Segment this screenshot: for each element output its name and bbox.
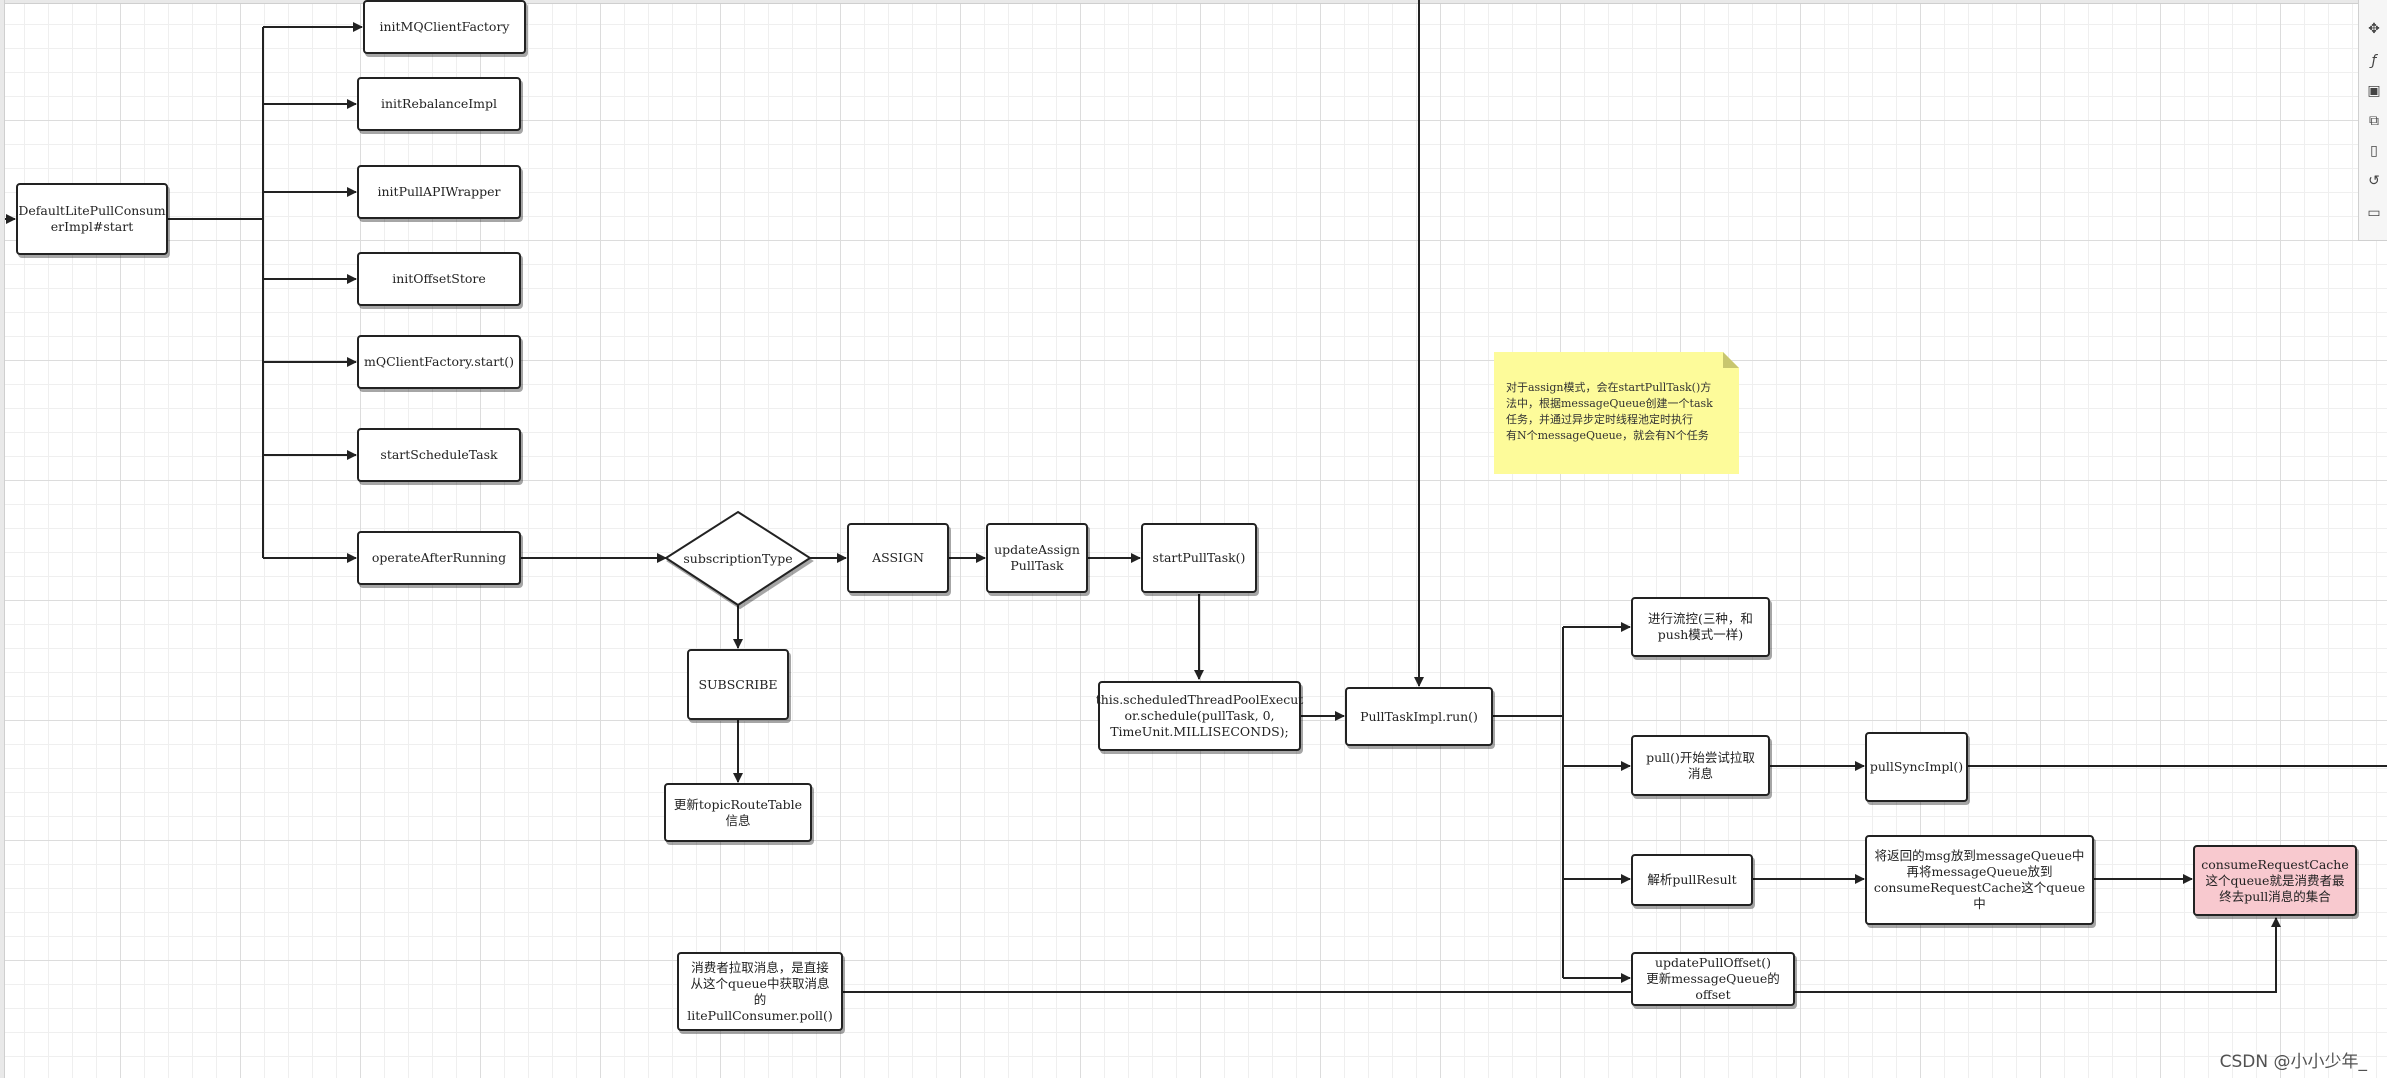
sticky-note[interactable]: 对于assign模式，会在startPullTask()方 法中，根据messa… — [1494, 352, 1739, 474]
node-update-topic-route[interactable]: 更新topicRouteTable 信息 — [664, 783, 812, 842]
node-init-rebalance-impl[interactable]: initRebalanceImpl — [357, 77, 521, 131]
top-ruler — [0, 0, 2387, 4]
node-parse-pull-result[interactable]: 解析pullResult — [1631, 854, 1753, 906]
function-icon[interactable]: ƒ — [2371, 53, 2377, 69]
edge-poll-to-cache — [843, 917, 2281, 993]
camera-icon[interactable]: ▣ — [2367, 83, 2381, 99]
node-pull-try[interactable]: pull()开始尝试拉取 消息 — [1631, 735, 1770, 796]
node-init-pull-api-wrapper[interactable]: initPullAPIWrapper — [357, 165, 521, 219]
node-pull-sync-impl[interactable]: pullSyncImpl() — [1865, 732, 1968, 802]
node-operate-after-running[interactable]: operateAfterRunning — [357, 531, 521, 585]
node-start-pull-task[interactable]: startPullTask() — [1141, 523, 1257, 593]
page-icon[interactable]: ▯ — [2370, 143, 2378, 159]
node-consume-request-cache[interactable]: consumeRequestCache 这个queue就是消费者最 终去pull… — [2193, 845, 2357, 916]
watermark: CSDN @小小少年_ — [2219, 1052, 2367, 1072]
node-put-msg-queue[interactable]: 将返回的msg放到messageQueue中 再将messageQueue放到 … — [1865, 835, 2094, 925]
node-scheduled-executor[interactable]: this.scheduledThreadPoolExecut or.schedu… — [1096, 681, 1303, 751]
node-start-schedule-task[interactable]: startScheduleTask — [357, 428, 521, 482]
comment-icon[interactable]: ▭ — [2367, 205, 2381, 221]
node-init-mq-client-factory[interactable]: initMQClientFactory — [363, 0, 526, 54]
node-assign[interactable]: ASSIGN — [847, 523, 949, 593]
node-mq-client-factory-start[interactable]: mQClientFactory.start() — [357, 335, 521, 389]
left-ruler — [0, 0, 5, 1078]
move-icon[interactable]: ✥ — [2368, 21, 2380, 37]
node-subscription-type[interactable]: subscriptionType — [683, 550, 793, 566]
node-subscribe[interactable]: SUBSCRIBE — [687, 649, 789, 720]
node-update-pull-offset[interactable]: updatePullOffset() 更新messageQueue的 offse… — [1631, 952, 1795, 1006]
subscription-type-diamond — [664, 510, 812, 607]
node-pull-task-run[interactable]: PullTaskImpl.run() — [1345, 687, 1493, 746]
node-consumer-poll[interactable]: 消费者拉取消息，是直接 从这个queue中获取消息 的litePullConsu… — [677, 952, 843, 1031]
node-start[interactable]: DefaultLitePullConsum erImpl#start — [16, 183, 168, 255]
node-init-offset-store[interactable]: initOffsetStore — [357, 252, 521, 306]
node-flow-control[interactable]: 进行流控(三种，和 push模式一样) — [1631, 597, 1770, 657]
layers-icon[interactable]: ⧉ — [2369, 113, 2379, 129]
right-toolbar: ✥ ƒ ▣ ⧉ ▯ ↺ ▭ — [2358, 0, 2387, 241]
node-update-assign-pull-task[interactable]: updateAssign PullTask — [986, 523, 1088, 593]
history-icon[interactable]: ↺ — [2368, 173, 2380, 189]
